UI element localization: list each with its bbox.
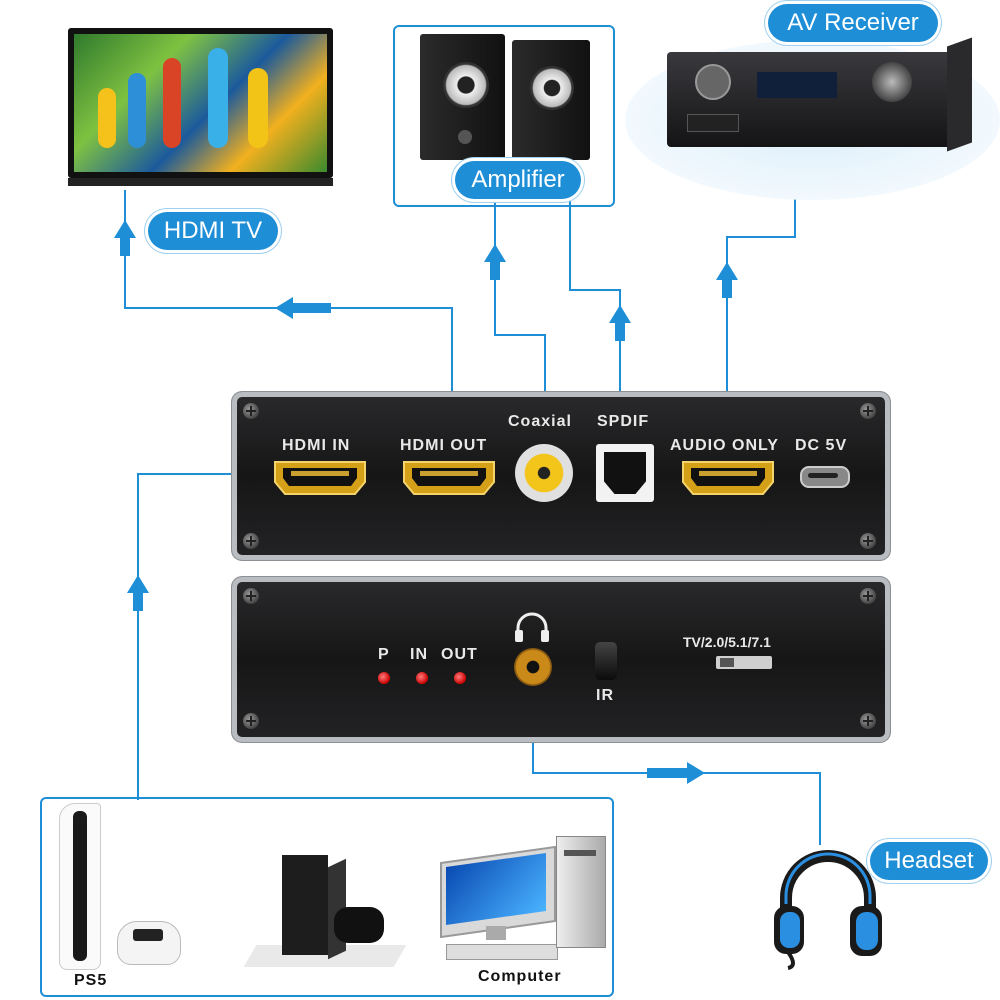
dc-usb-c-port[interactable] (800, 466, 850, 488)
screw (243, 533, 259, 549)
screw (860, 403, 876, 419)
audio-only-port[interactable] (681, 458, 775, 496)
arrow-up-source (127, 575, 149, 611)
led-p (378, 672, 390, 684)
amplifier-frame (393, 25, 615, 207)
led-in-label: IN (410, 646, 428, 663)
line-spdif-to-amp (569, 200, 621, 440)
arrow-up-amp-right (609, 305, 631, 341)
ps5-icon (55, 803, 190, 971)
screw (243, 713, 259, 729)
screw (243, 588, 259, 604)
screw (860, 588, 876, 604)
source-devices-frame (40, 797, 614, 997)
coaxial-label: Coaxial (508, 413, 572, 430)
amplifier-label: Amplifier (455, 161, 581, 199)
hdmi-in-label: HDMI IN (282, 437, 351, 454)
screw (243, 403, 259, 419)
screw (860, 713, 876, 729)
computer-icon (436, 826, 608, 968)
ir-label: IR (596, 687, 614, 704)
headphone-icon (515, 612, 549, 642)
coaxial-port[interactable] (515, 444, 573, 502)
led-out (454, 672, 466, 684)
led-in (416, 672, 428, 684)
headphone-jack[interactable] (514, 648, 552, 686)
computer-label: Computer (478, 968, 562, 985)
headset-label: Headset (870, 842, 988, 880)
mode-switch[interactable] (716, 656, 772, 669)
tv-icon (68, 28, 333, 188)
hdmi-in-port[interactable] (273, 458, 367, 496)
arrow-up-tv (114, 220, 136, 256)
arrow-right-headset (647, 762, 705, 784)
arrow-up-amp-left (484, 244, 506, 280)
av-receiver-label: AV Receiver (768, 4, 938, 42)
av-receiver-icon (667, 37, 972, 154)
led-p-label: P (378, 646, 390, 663)
dc-label: DC 5V (795, 437, 848, 454)
screw (860, 533, 876, 549)
hdmi-out-port[interactable] (402, 458, 496, 496)
headset-icon (774, 850, 882, 970)
spdif-port[interactable] (596, 444, 654, 502)
ps5-label: PS5 (74, 972, 108, 989)
line-source-to-hdmi-in (137, 473, 275, 800)
back-panel (232, 577, 890, 742)
spdif-label: SPDIF (597, 413, 650, 430)
audio-only-label: AUDIO ONLY (670, 437, 779, 454)
hdmi-tv-label: HDMI TV (148, 212, 278, 250)
hdmi-out-label: HDMI OUT (400, 437, 488, 454)
speaker-icon (420, 34, 590, 162)
xbox-icon (243, 855, 407, 970)
ir-sensor (595, 642, 617, 680)
arrow-left-tv (275, 297, 331, 319)
mode-label: TV/2.0/5.1/7.1 (683, 634, 771, 650)
led-out-label: OUT (441, 646, 478, 663)
arrow-up-receiver (716, 262, 738, 298)
